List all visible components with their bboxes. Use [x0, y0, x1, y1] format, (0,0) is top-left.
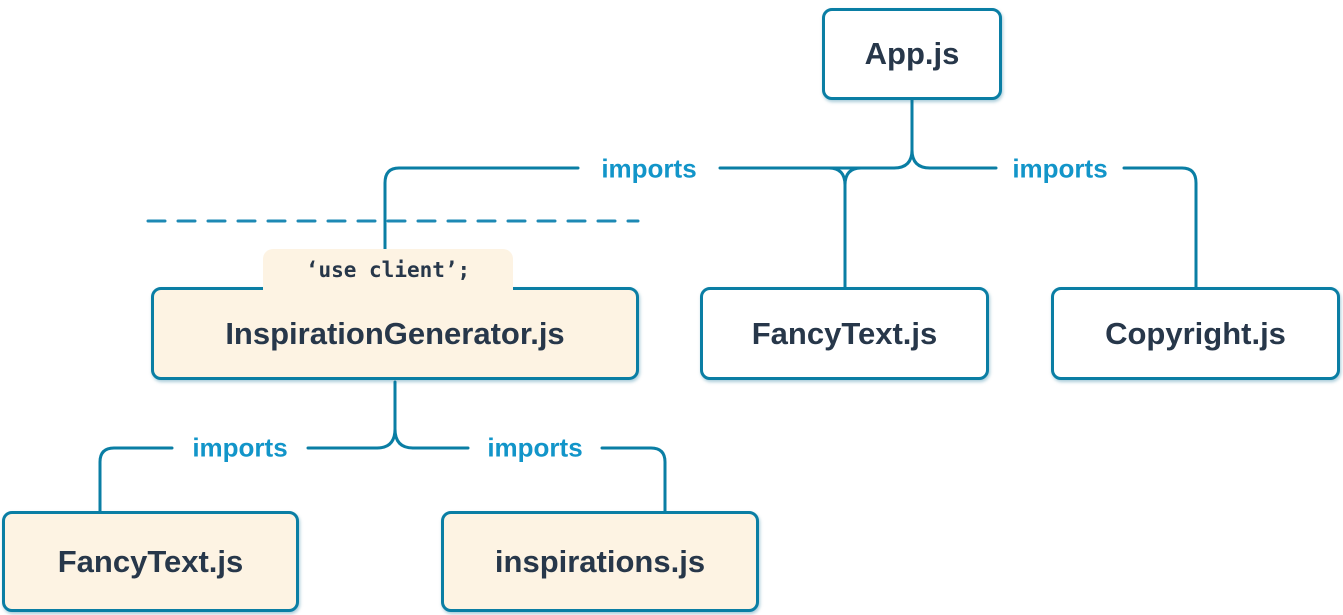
edge-line [843, 166, 863, 187]
node-label: InspirationGenerator.js [225, 315, 565, 351]
node-fancy-text-js-top: FancyText.js [700, 287, 989, 380]
node-copyright-js: Copyright.js [1051, 287, 1340, 380]
edge-label-imports: imports [1012, 153, 1108, 184]
edge-label-imports: imports [601, 153, 697, 184]
edge-line [393, 427, 415, 450]
node-inspiration-generator-js: InspirationGenerator.js [151, 287, 639, 380]
node-inspirations-js: inspirations.js [441, 511, 759, 612]
node-label: Copyright.js [1105, 315, 1286, 351]
edge-line [600, 446, 667, 515]
use-client-directive-text: ‘use client’; [305, 258, 471, 282]
edge-line [1122, 166, 1198, 291]
edge-line [892, 148, 914, 170]
edge-label-imports: imports [192, 432, 288, 463]
edge-line [375, 427, 397, 450]
node-fancy-text-js-bottom: FancyText.js [2, 511, 299, 612]
node-label: FancyText.js [57, 543, 244, 579]
node-app-js: App.js [822, 8, 1002, 100]
node-label: App.js [864, 36, 960, 71]
node-label: inspirations.js [494, 543, 706, 579]
edge-label-imports: imports [487, 432, 583, 463]
edge-line [827, 166, 847, 187]
edge-line [98, 446, 174, 515]
edge-line [383, 166, 580, 255]
node-label: FancyText.js [751, 315, 938, 351]
import-edges [98, 98, 1198, 515]
use-client-directive-tag: ‘use client’; [263, 249, 513, 291]
edge-line [910, 148, 932, 170]
